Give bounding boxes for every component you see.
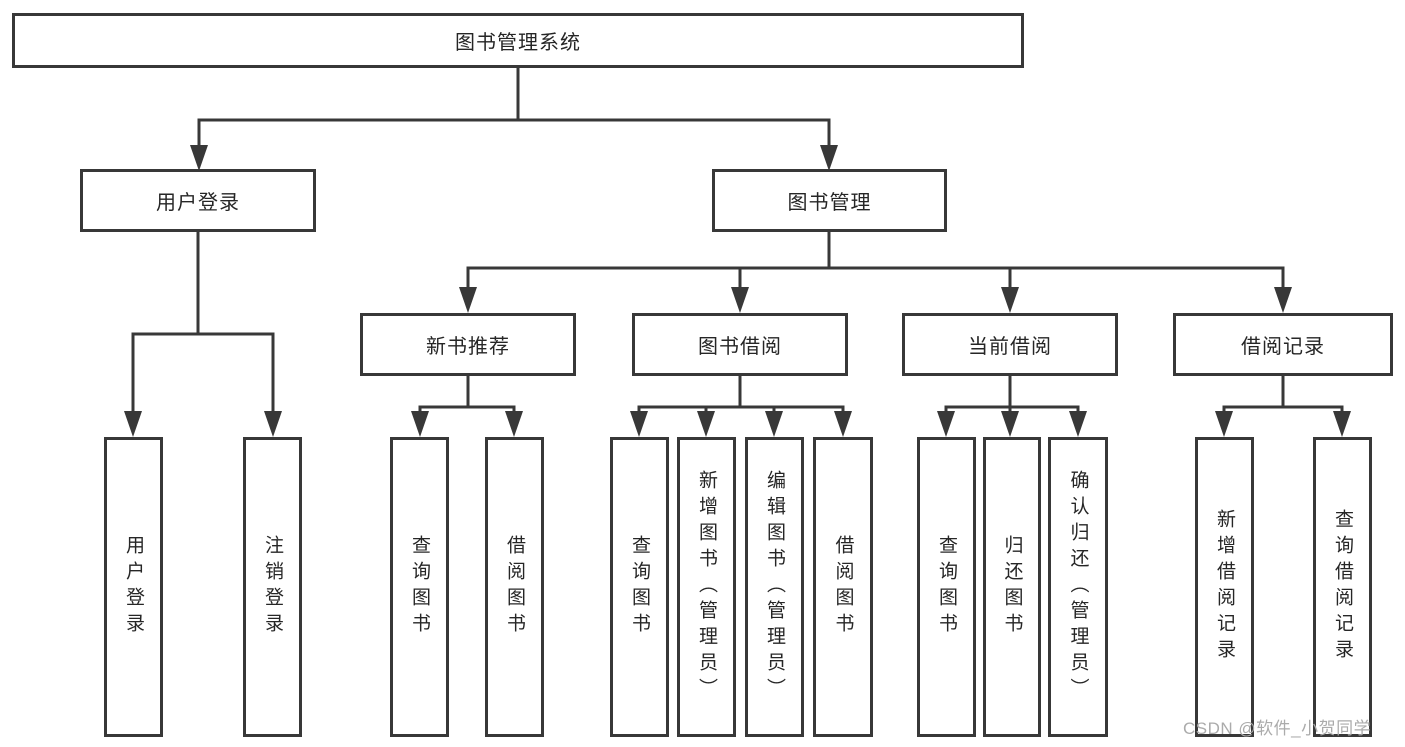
node-root-label: 图书管理系统 [455,32,581,54]
leaf-borrow-books-label: 借阅图书 [832,535,854,639]
leaf-borrow-books: 借阅图书 [813,437,873,737]
leaf-query-books-borrowing-label: 查询图书 [629,535,650,639]
leaf-logout-label: 注销登录 [262,535,283,639]
connector-userlogin-to-leaves [124,232,282,437]
connector-current-to-leaves [937,376,1087,437]
leaf-return-books: 归还图书 [983,437,1041,737]
leaf-edit-books-admin: 编辑图书（管理员） [745,437,804,737]
leaf-query-books-recommend: 查询图书 [390,437,449,737]
connector-newbooks-to-leaves [411,376,523,437]
leaf-query-books-recommend-label: 查询图书 [409,535,430,639]
leaf-add-borrow-record: 新增借阅记录 [1195,437,1254,737]
leaf-add-borrow-record-label: 新增借阅记录 [1214,509,1235,665]
leaf-confirm-return-admin: 确认归还（管理员） [1048,437,1108,737]
connector-records-to-leaves [1215,376,1351,437]
node-current-borrowing: 当前借阅 [902,313,1118,376]
node-new-book-recommend-label: 新书推荐 [426,336,510,358]
connector-borrowing-to-leaves [630,376,852,437]
leaf-edit-books-admin-label: 编辑图书（管理员） [764,470,785,704]
node-user-login: 用户登录 [80,169,316,232]
leaf-query-books-current-label: 查询图书 [936,535,957,639]
node-current-borrowing-label: 当前借阅 [968,336,1052,358]
leaf-borrow-books-recommend: 借阅图书 [485,437,544,737]
node-book-management-label: 图书管理 [787,192,872,214]
node-book-borrowing-label: 图书借阅 [698,336,782,358]
node-borrowing-records: 借阅记录 [1173,313,1393,376]
leaf-user-login-label: 用户登录 [123,535,144,639]
node-borrowing-records-label: 借阅记录 [1241,336,1325,358]
leaf-add-books-admin: 新增图书（管理员） [677,437,736,737]
node-book-management: 图书管理 [712,169,947,232]
node-book-borrowing: 图书借阅 [632,313,848,376]
leaf-query-borrow-record: 查询借阅记录 [1313,437,1372,737]
node-root-system: 图书管理系统 [12,13,1024,68]
node-new-book-recommend: 新书推荐 [360,313,576,376]
leaf-user-login: 用户登录 [104,437,163,737]
connector-root-to-level2 [190,68,838,171]
node-user-login-label: 用户登录 [156,192,240,214]
leaf-confirm-return-admin-label: 确认归还（管理员） [1067,470,1089,704]
connector-bookmgmt-to-level3 [459,232,1292,313]
leaf-query-borrow-record-label: 查询借阅记录 [1332,509,1353,665]
csdn-watermark: CSDN @软件_小贺同学 [1183,719,1372,738]
leaf-add-books-admin-label: 新增图书（管理员） [696,470,717,704]
leaf-borrow-books-recommend-label: 借阅图书 [504,535,525,639]
leaf-return-books-label: 归还图书 [1001,535,1023,639]
leaf-query-books-current: 查询图书 [917,437,976,737]
leaf-logout: 注销登录 [243,437,302,737]
leaf-query-books-borrowing: 查询图书 [610,437,669,737]
